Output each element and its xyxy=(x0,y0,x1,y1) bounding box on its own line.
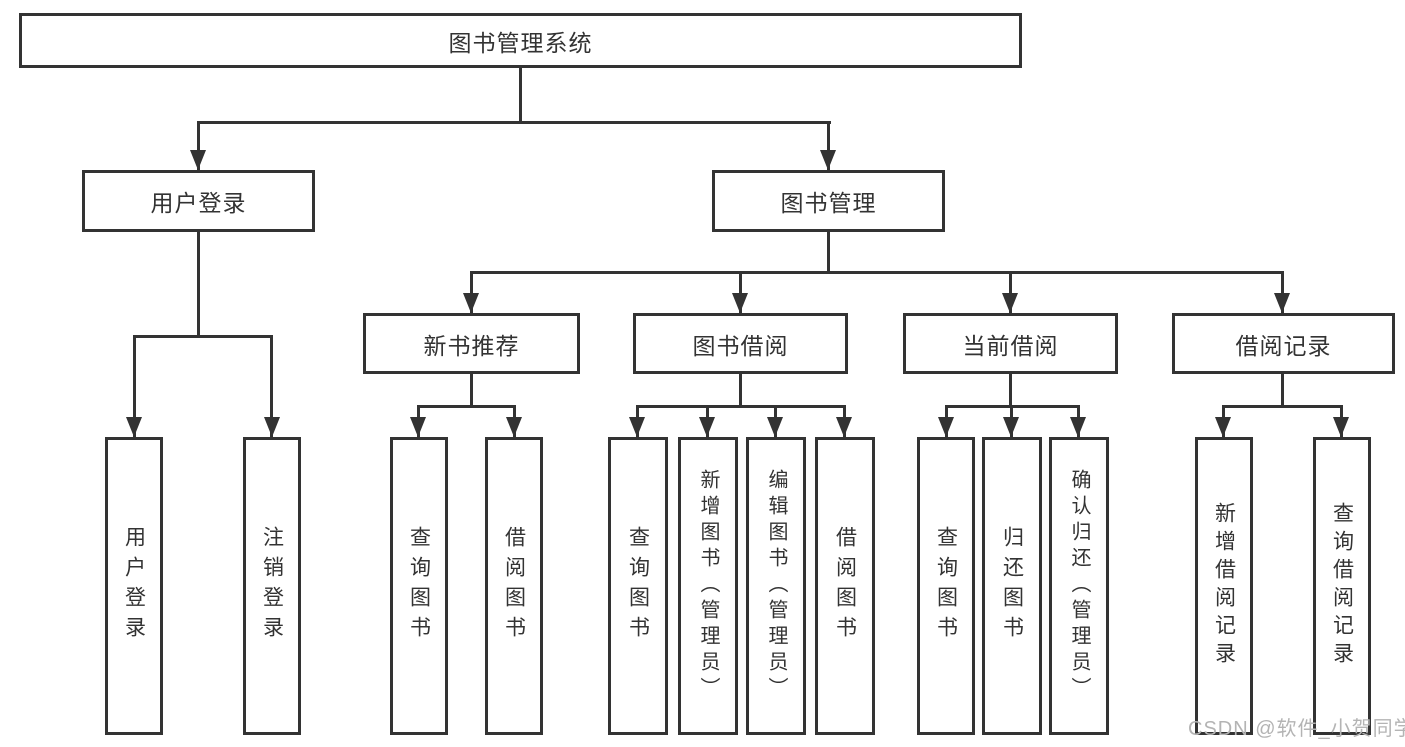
node-book-management: 图书管理 xyxy=(712,170,945,232)
connector-hline xyxy=(1222,405,1343,408)
node-label: 查询图书 xyxy=(934,526,958,646)
connector-arrowhead xyxy=(264,417,280,437)
connector-arrowhead xyxy=(820,150,836,170)
node-label: 用户登录 xyxy=(122,526,146,646)
connector-arrowhead xyxy=(463,293,479,313)
connector-vline xyxy=(827,232,830,274)
node-current-borrow: 当前借阅 xyxy=(903,313,1118,374)
node-label: 图书管理系统 xyxy=(448,29,593,56)
node-label: 图书借阅 xyxy=(692,332,789,359)
connector-arrowhead xyxy=(732,293,748,313)
node-label: 查询借阅记录 xyxy=(1330,502,1354,670)
connector-arrowhead xyxy=(767,417,783,437)
connector-arrowhead xyxy=(506,417,522,437)
leaf-confirm-return-admin: 确认归还（管理员） xyxy=(1049,437,1109,735)
connector-arrowhead xyxy=(410,417,426,437)
leaf-query-book-2: 查询图书 xyxy=(608,437,668,735)
connector-vline xyxy=(133,335,136,437)
connector-arrowhead xyxy=(938,417,954,437)
connector-hline xyxy=(197,121,831,124)
node-label: 借阅图书 xyxy=(833,526,857,646)
leaf-user-login: 用户登录 xyxy=(105,437,163,735)
connector-arrowhead xyxy=(836,417,852,437)
connector-arrowhead xyxy=(1215,417,1231,437)
node-label: 借阅记录 xyxy=(1235,332,1332,359)
leaf-query-borrow-record: 查询借阅记录 xyxy=(1313,437,1371,735)
node-label: 新增图书（管理员） xyxy=(697,469,719,703)
node-book-borrow: 图书借阅 xyxy=(633,313,848,374)
node-label: 用户登录 xyxy=(150,190,247,216)
connector-vline xyxy=(1009,271,1012,313)
node-label: 当前借阅 xyxy=(962,332,1059,359)
connector-vline xyxy=(197,121,200,170)
node-label: 编辑图书（管理员） xyxy=(765,469,787,703)
node-user-login: 用户登录 xyxy=(82,170,315,232)
connector-vline xyxy=(827,121,830,170)
node-borrow-records: 借阅记录 xyxy=(1172,313,1395,374)
connector-arrowhead xyxy=(1274,293,1290,313)
connector-arrowhead xyxy=(190,150,206,170)
leaf-add-borrow-record: 新增借阅记录 xyxy=(1195,437,1253,735)
connector-arrowhead xyxy=(699,417,715,437)
connector-vline xyxy=(1281,271,1284,313)
node-label: 注销登录 xyxy=(260,526,284,646)
leaf-query-book-1: 查询图书 xyxy=(390,437,448,735)
connector-arrowhead xyxy=(1003,417,1019,437)
connector-arrowhead xyxy=(629,417,645,437)
watermark: CSDN @软件_小贺同学 xyxy=(1188,718,1405,740)
node-label: 借阅图书 xyxy=(502,526,526,646)
connector-arrowhead xyxy=(1070,417,1086,437)
connector-arrowhead xyxy=(1333,417,1349,437)
connector-vline xyxy=(1009,374,1012,408)
node-label: 新增借阅记录 xyxy=(1212,502,1236,670)
connector-vline xyxy=(519,68,522,123)
connector-vline xyxy=(470,271,473,313)
leaf-add-book-admin: 新增图书（管理员） xyxy=(678,437,738,735)
connector-hline xyxy=(417,405,516,408)
connector-vline xyxy=(739,374,742,408)
node-label: 图书管理 xyxy=(780,190,877,216)
node-label: 确认归还（管理员） xyxy=(1068,469,1090,703)
connector-hline xyxy=(470,271,1284,274)
connector-arrowhead xyxy=(1002,293,1018,313)
connector-vline xyxy=(270,335,273,437)
connector-vline xyxy=(1281,374,1284,408)
node-label: 新书推荐 xyxy=(423,332,520,359)
node-label: 归还图书 xyxy=(1000,526,1024,646)
connector-hline xyxy=(636,405,846,408)
node-label: 查询图书 xyxy=(626,526,650,646)
connector-arrowhead xyxy=(126,417,142,437)
connector-vline xyxy=(739,271,742,313)
connector-vline xyxy=(197,232,200,338)
leaf-return-book: 归还图书 xyxy=(982,437,1042,735)
leaf-logout: 注销登录 xyxy=(243,437,301,735)
leaf-borrow-book-1: 借阅图书 xyxy=(485,437,543,735)
node-label: 查询图书 xyxy=(407,526,431,646)
leaf-edit-book-admin: 编辑图书（管理员） xyxy=(746,437,806,735)
leaf-query-book-3: 查询图书 xyxy=(917,437,975,735)
leaf-borrow-book-2: 借阅图书 xyxy=(815,437,875,735)
connector-hline xyxy=(133,335,273,338)
node-library-system: 图书管理系统 xyxy=(19,13,1022,68)
connector-vline xyxy=(470,374,473,408)
node-new-book-recommend: 新书推荐 xyxy=(363,313,580,374)
